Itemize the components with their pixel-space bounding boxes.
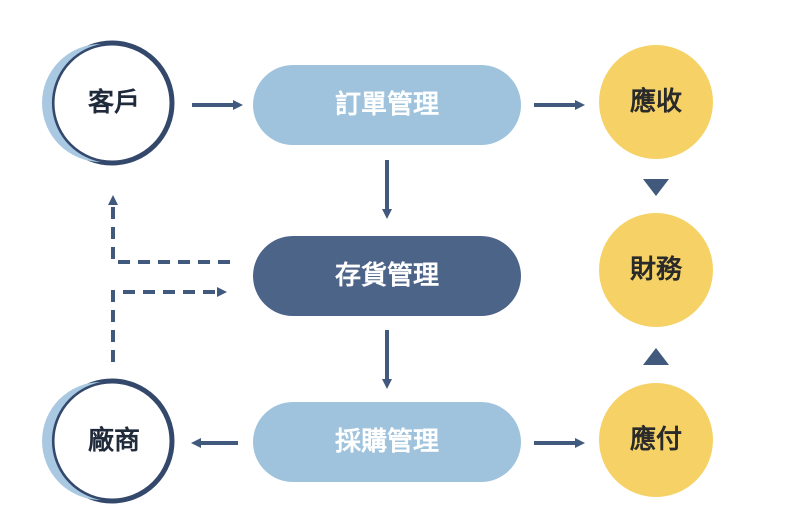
finance-label: 財務 <box>630 255 683 285</box>
receivable-label: 應收 <box>630 86 682 117</box>
order-management-label: 訂單管理 <box>335 89 439 120</box>
dashed-arrow-inventory-to-customer <box>108 195 230 264</box>
inventory-management-node: 存貨管理 <box>253 236 521 316</box>
receivable-node: 應收 <box>599 45 713 159</box>
arrow-payable-to-finance-icon <box>643 348 669 365</box>
purchase-management-node: 採購管理 <box>253 402 521 482</box>
customer-crescent-icon <box>42 44 101 162</box>
order-management-node: 訂單管理 <box>253 65 521 145</box>
payable-label: 應付 <box>630 424 682 455</box>
dashed-arrow-supplier-to-inventory <box>111 287 227 362</box>
customer-node: 客戶 <box>42 40 175 166</box>
supplier-node: 廠商 <box>42 378 175 504</box>
supplier-crescent-icon <box>42 382 101 500</box>
finance-node: 財務 <box>599 213 713 327</box>
purchase-management-label: 採購管理 <box>335 427 439 457</box>
supplier-label: 廠商 <box>88 425 140 456</box>
customer-label: 客戶 <box>88 87 140 118</box>
payable-node: 應付 <box>599 383 713 497</box>
arrow-receivable-to-finance-icon <box>643 179 669 196</box>
inventory-management-label: 存貨管理 <box>335 260 439 291</box>
